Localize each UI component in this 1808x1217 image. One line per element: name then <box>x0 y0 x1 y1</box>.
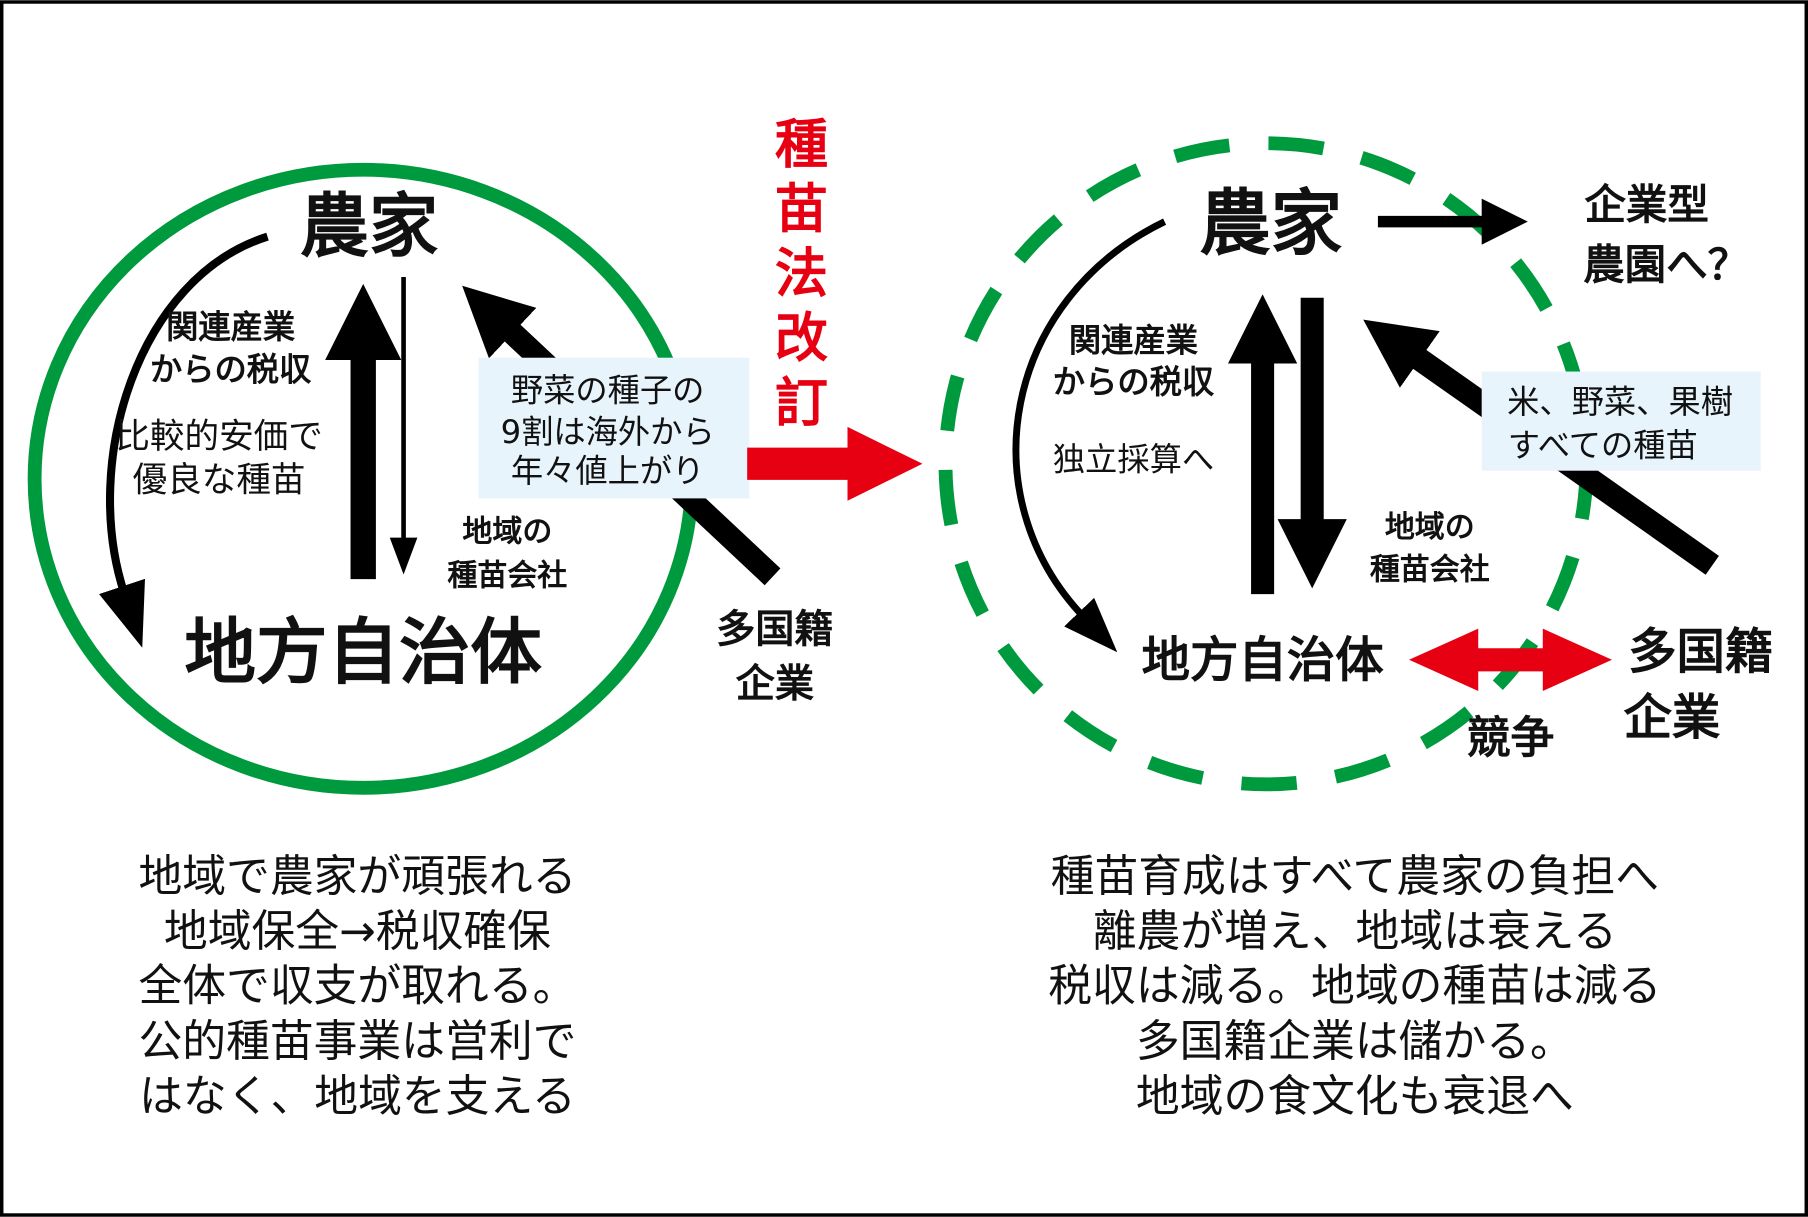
svg-text:離農が増え、地域は衰える: 離農が増え、地域は衰える <box>1093 906 1617 957</box>
left-cheap-label: 比較的安価で <box>115 417 322 457</box>
svg-text:地域の食文化も衰退へ: 地域の食文化も衰退へ <box>1136 1071 1574 1122</box>
svg-text:種: 種 <box>775 113 828 175</box>
right-summary: 種苗育成はすべて農家の負担へ 離農が増え、地域は衰える 税収は減る。地域の種苗は… <box>1048 851 1661 1122</box>
right-tax-label: からの税収 <box>1053 363 1215 401</box>
left-summary: 地域で農家が頑張れる 地域保全→税収確保 全体で収支が取れる。 公的種苗事業は営… <box>138 851 576 1122</box>
left-curved-arrow <box>99 232 269 648</box>
svg-text:改: 改 <box>775 307 828 369</box>
law-revision-label: 種 苗 法 改 訂 <box>775 113 828 433</box>
left-note-line: 野菜の種子の <box>511 371 705 409</box>
left-local-company: 地域の <box>462 514 552 549</box>
left-note-line: 9割は海外から <box>501 413 715 451</box>
right-note-line: 米、野菜、果樹 <box>1507 383 1733 421</box>
corporate-farm-label: 企業型 <box>1584 180 1709 229</box>
svg-text:多国籍企業は儲かる。: 多国籍企業は儲かる。 <box>1136 1016 1574 1067</box>
competition-double-arrow <box>1409 628 1612 691</box>
transition-arrow <box>747 426 923 501</box>
svg-text:苗: 苗 <box>775 178 828 240</box>
competition-label: 競争 <box>1467 713 1555 764</box>
independent-accounting-label: 独立採算へ <box>1053 440 1214 478</box>
right-multinational: 企業 <box>1624 690 1721 746</box>
right-local-company: 種苗会社 <box>1370 553 1490 588</box>
left-local-company: 種苗会社 <box>447 558 567 593</box>
svg-text:地域保全→税収確保: 地域保全→税収確保 <box>164 906 551 957</box>
left-note-box <box>478 357 750 499</box>
left-farmer: 農家 <box>300 187 438 267</box>
right-multinational: 多国籍 <box>1628 624 1773 680</box>
left-multinational: 多国籍 <box>716 608 834 653</box>
left-tax-label: からの税収 <box>150 351 312 389</box>
right-local-company: 地域の <box>1385 510 1475 545</box>
left-cheap-label: 優良な種苗 <box>133 461 306 501</box>
svg-text:法: 法 <box>775 243 828 305</box>
left-municipality: 地方自治体 <box>185 611 543 694</box>
svg-text:はなく、地域を支える: はなく、地域を支える <box>139 1071 576 1122</box>
right-note-line: すべての種苗 <box>1508 427 1698 465</box>
svg-text:公的種苗事業は営利で: 公的種苗事業は営利で <box>138 1016 576 1067</box>
right-farmer: 農家 <box>1199 182 1342 265</box>
left-tax-label: 関連産業 <box>166 308 296 346</box>
right-municipality: 地方自治体 <box>1142 632 1385 688</box>
svg-text:地域で農家が頑張れる: 地域で農家が頑張れる <box>138 851 576 902</box>
right-curved-arrow <box>1012 218 1167 653</box>
svg-text:訂: 訂 <box>775 372 828 434</box>
left-multinational: 企業 <box>736 662 815 707</box>
corporate-farm-label: 農園へ？ <box>1583 240 1749 289</box>
right-note-box <box>1481 371 1761 471</box>
right-tax-label: 関連産業 <box>1069 322 1199 360</box>
svg-text:税収は減る。地域の種苗は減る: 税収は減る。地域の種苗は減る <box>1048 960 1661 1011</box>
left-note-line: 年々値上がり <box>511 452 705 490</box>
svg-text:全体で収支が取れる。: 全体で収支が取れる。 <box>138 960 576 1011</box>
svg-text:種苗育成はすべて農家の負担へ: 種苗育成はすべて農家の負担へ <box>1051 851 1659 902</box>
